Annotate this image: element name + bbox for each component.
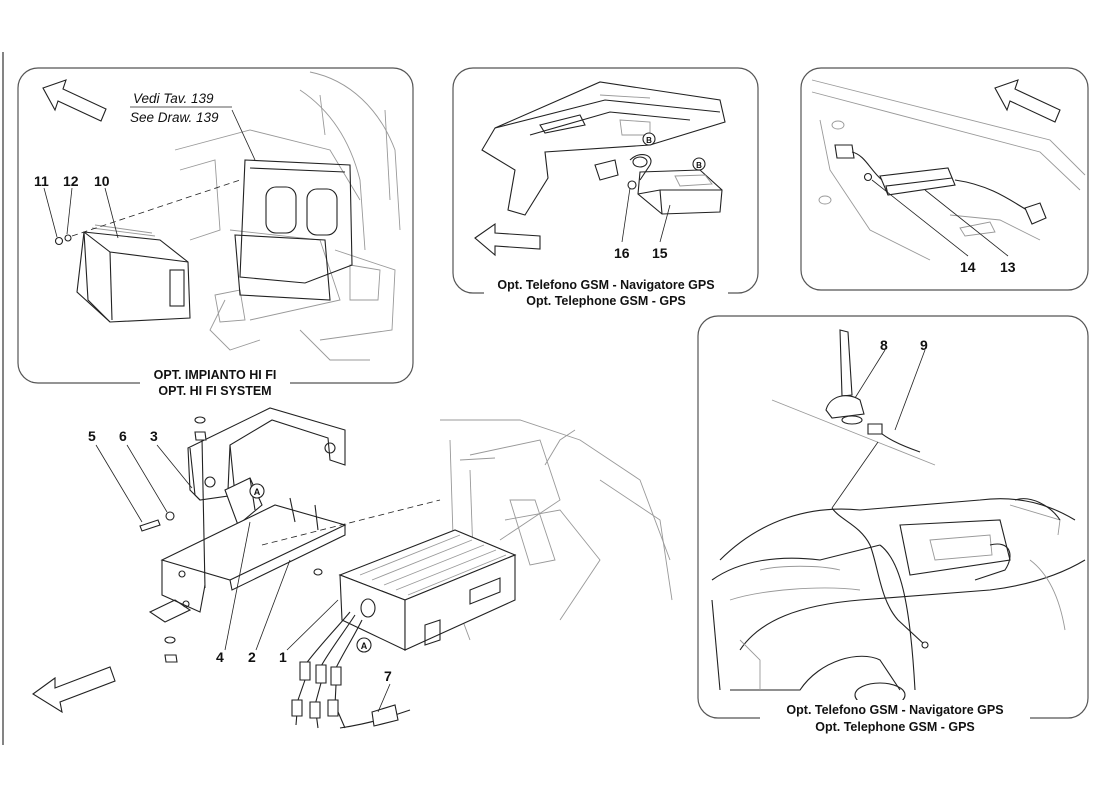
car-caption-en: Opt. Telephone GSM - GPS bbox=[815, 720, 975, 734]
nut-icon bbox=[313, 568, 323, 576]
marker-a bbox=[249, 483, 265, 499]
washer-icon bbox=[194, 431, 207, 441]
marker-a bbox=[356, 637, 372, 653]
car-antenna-panel: 8 9 Opt. Telefono GSM - Navigato bbox=[697, 315, 1089, 734]
direction-arrow-icon bbox=[42, 79, 107, 122]
main-assembly: A A 5 6 3 4 2 1 7 bbox=[32, 407, 673, 729]
gsm-module-panel: B B 16 15 Opt. Telefono GSM - Navigatore… bbox=[452, 67, 759, 308]
hifi-amplifier bbox=[76, 224, 191, 323]
hifi-bracket bbox=[239, 159, 353, 284]
svg-text:A: A bbox=[254, 487, 261, 497]
svg-text:B: B bbox=[696, 161, 702, 170]
screw-icon bbox=[139, 519, 161, 532]
hifi-caption-en: OPT. HI FI SYSTEM bbox=[158, 384, 271, 398]
nut-icon bbox=[164, 636, 176, 644]
callout-2: 2 bbox=[248, 649, 256, 665]
direction-arrow-icon bbox=[32, 666, 116, 714]
antenna-amplifier bbox=[834, 144, 1047, 225]
washer-icon bbox=[64, 234, 72, 242]
lower-bracket bbox=[148, 497, 347, 623]
callout-11: 11 bbox=[34, 173, 49, 189]
antenna-module-panel: 14 13 bbox=[800, 67, 1089, 291]
trunk-sketch bbox=[174, 71, 401, 361]
direction-arrow-icon bbox=[994, 79, 1061, 123]
svg-text:B: B bbox=[646, 136, 652, 145]
gsm-shelf bbox=[481, 81, 726, 216]
callout-14: 14 bbox=[960, 259, 976, 275]
callout-9: 9 bbox=[920, 337, 928, 353]
callout-12: 12 bbox=[63, 173, 79, 189]
callout-7: 7 bbox=[384, 668, 392, 684]
upper-bracket bbox=[187, 407, 346, 526]
reference-it: Vedi Tav. 139 bbox=[133, 91, 214, 106]
hifi-panel: 11 12 10 Vedi Tav. 139 See Draw. 139 OPT… bbox=[17, 67, 414, 398]
nut-icon bbox=[164, 654, 178, 663]
callout-4: 4 bbox=[216, 649, 224, 665]
svg-text:A: A bbox=[361, 641, 368, 651]
callout-10: 10 bbox=[94, 173, 110, 189]
hifi-caption-it: OPT. IMPIANTO HI FI bbox=[154, 368, 277, 382]
reference-en: See Draw. 139 bbox=[130, 110, 219, 125]
callout-1: 1 bbox=[279, 649, 287, 665]
direction-arrow-icon bbox=[474, 222, 541, 257]
car-caption-it: Opt. Telefono GSM - Navigatore GPS bbox=[786, 703, 1003, 717]
callout-6: 6 bbox=[119, 428, 127, 444]
marker-b bbox=[642, 132, 656, 146]
callout-13: 13 bbox=[1000, 259, 1016, 275]
connector-icon bbox=[921, 641, 929, 649]
roof-antenna bbox=[825, 329, 921, 453]
gsm-caption-it: Opt. Telefono GSM - Navigatore GPS bbox=[497, 278, 714, 292]
callout-16: 16 bbox=[614, 245, 630, 261]
nut-icon bbox=[194, 416, 206, 424]
marker-b bbox=[692, 157, 706, 171]
screw-icon bbox=[863, 172, 873, 182]
callout-3: 3 bbox=[150, 428, 158, 444]
gsm-caption-en: Opt. Telephone GSM - GPS bbox=[526, 294, 686, 308]
screw-icon bbox=[54, 236, 64, 246]
callout-8: 8 bbox=[880, 337, 888, 353]
trunk-frame-sketch bbox=[440, 419, 673, 641]
callout-15: 15 bbox=[652, 245, 668, 261]
navigation-unit bbox=[338, 529, 517, 651]
washer-icon bbox=[165, 511, 175, 521]
callout-5: 5 bbox=[88, 428, 96, 444]
